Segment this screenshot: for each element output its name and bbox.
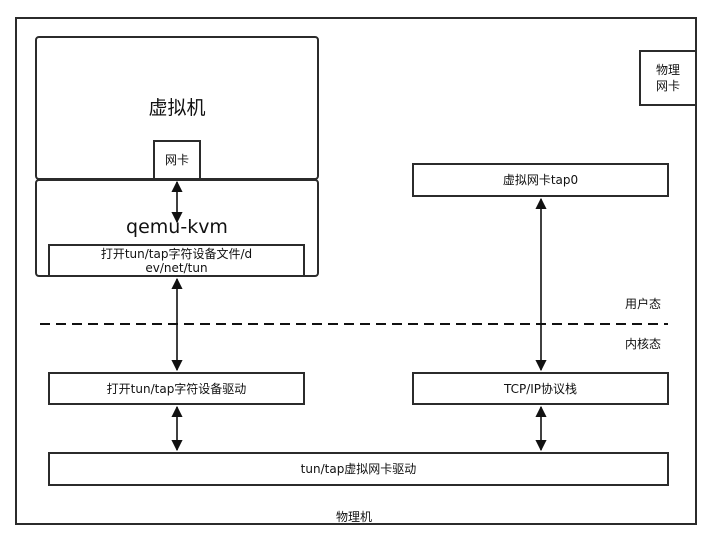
tcpip-stack-box: TCP/IP协议栈	[412, 372, 669, 405]
physical-nic-label: 物理网卡	[655, 63, 680, 93]
open-device-file-box: 打开tun/tap字符设备文件/dev/net/tun	[48, 244, 305, 277]
vm-nic-box: 网卡	[153, 140, 201, 180]
qemu-kvm-title: qemu-kvm	[126, 216, 228, 238]
vm-title: 虚拟机	[148, 97, 206, 119]
vm-nic-label: 网卡	[164, 153, 189, 167]
kernel-space-label: 内核态	[625, 337, 662, 351]
physical-nic-box: 物理网卡	[639, 50, 697, 106]
open-device-file-label: 打开tun/tap字符设备文件/dev/net/tun	[100, 246, 253, 275]
tun-tap-driver-box: tun/tap虚拟网卡驱动	[48, 452, 669, 486]
physical-machine-label: 物理机	[336, 510, 373, 524]
vnic-tap0-box: 虚拟网卡tap0	[412, 163, 669, 197]
vnic-tap0-label: 虚拟网卡tap0	[502, 173, 579, 187]
open-device-driver-box: 打开tun/tap字符设备驱动	[48, 372, 305, 405]
open-device-driver-label: 打开tun/tap字符设备驱动	[106, 381, 247, 396]
tun-tap-driver-label: tun/tap虚拟网卡驱动	[300, 462, 417, 476]
tcpip-stack-label: TCP/IP协议栈	[503, 381, 578, 396]
user-space-label: 用户态	[625, 297, 662, 311]
